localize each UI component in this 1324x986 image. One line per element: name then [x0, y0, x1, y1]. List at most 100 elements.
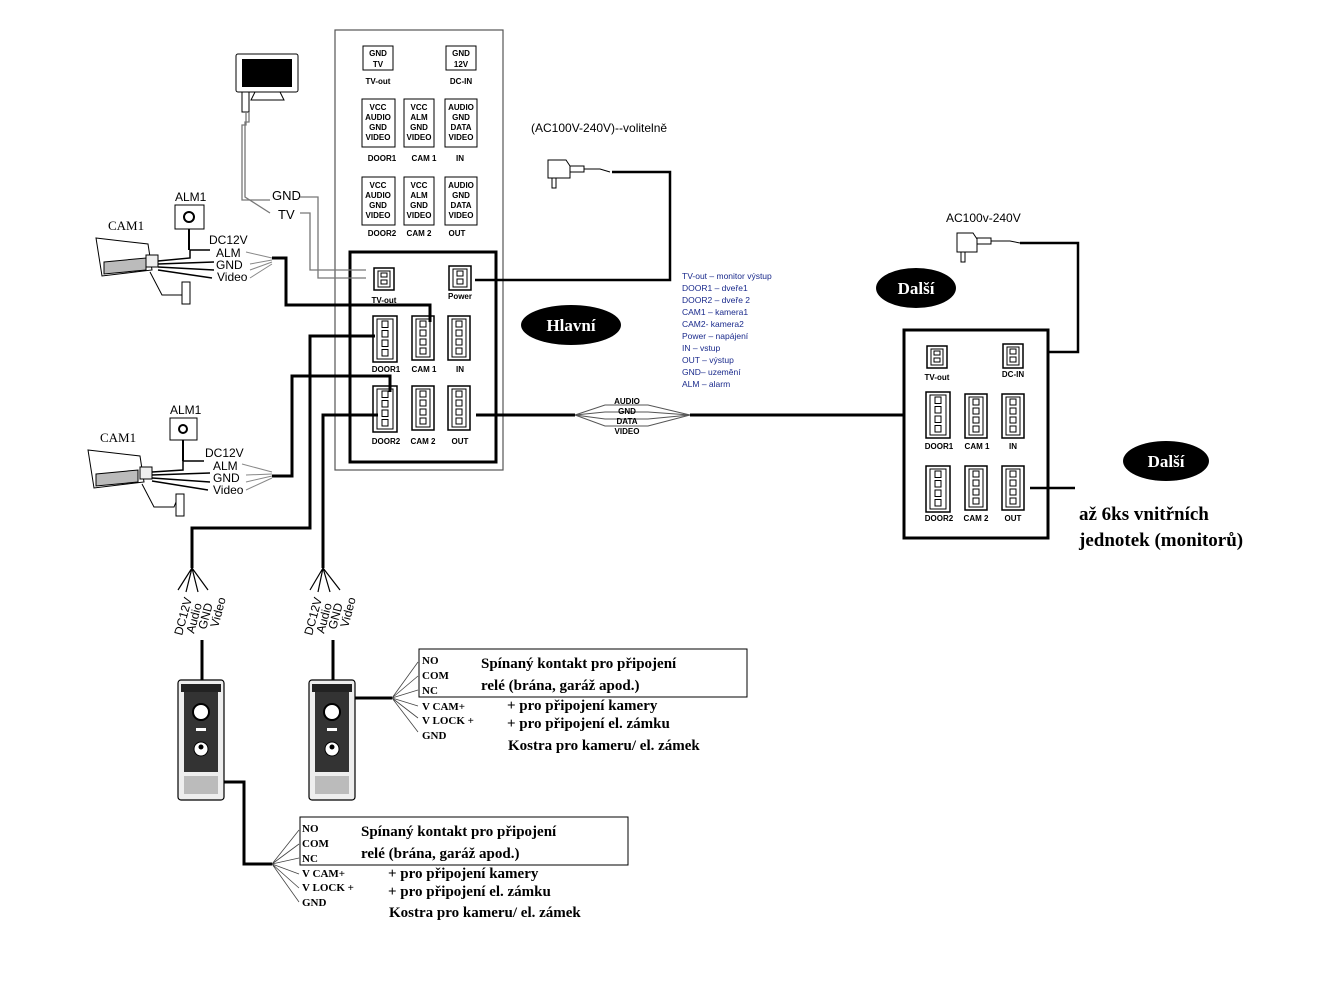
relay-power-pin: GND [302, 897, 327, 909]
socket-cam1 [411, 315, 435, 361]
conn-label-out: OUT [1005, 514, 1022, 523]
legend-item: CAM1 – kamera1 [682, 307, 748, 317]
conn-label-cam1: CAM 1 [965, 442, 990, 451]
socket-out [1001, 465, 1025, 511]
relay-power-pin: V CAM+ [422, 701, 465, 713]
relay-text: relé (brána, garáž apod.) [361, 846, 519, 862]
camera-icon [95, 237, 191, 305]
socket-cam2 [964, 465, 988, 511]
pin-label: DATA [450, 201, 471, 210]
bus-fan [574, 404, 691, 427]
pin-label: GND [369, 201, 387, 210]
label-cam2: CAM 2 [407, 229, 432, 238]
legend-item: IN – vstup [682, 343, 721, 353]
pin-label: GND [410, 123, 428, 132]
conn-label-out: OUT [452, 437, 469, 446]
tv-wire-gnd: GND [272, 188, 301, 203]
cam-wire: DC12V [209, 233, 248, 247]
legend-item: GND– uzemění [682, 367, 741, 377]
main-badge: Hlavní [521, 305, 621, 345]
relay-contact: COM [422, 670, 450, 682]
cam-wire: Video [213, 483, 244, 497]
label-dc-in: DC-IN [450, 77, 472, 86]
socket-dc-in [1002, 343, 1024, 369]
alarm-name: ALM1 [175, 190, 207, 204]
pin-label: ALM [410, 113, 428, 122]
conn-label-tv-out: TV-out [372, 296, 397, 305]
socket-tv-out [926, 345, 948, 369]
conn-label-in: IN [456, 365, 464, 374]
label-in: IN [456, 154, 464, 163]
conn-label-cam2: CAM 2 [411, 437, 436, 446]
next-note-line2: jednotek (monitorů) [1078, 530, 1243, 551]
pin-label: VIDEO [366, 133, 391, 142]
relay-power-text: + pro připojení kamery [388, 866, 539, 882]
tv-wire-tv: TV [278, 207, 295, 222]
pin-label: GND [452, 113, 470, 122]
legend-item: TV-out – monitor výstup [682, 271, 772, 281]
relay-info-upper: NO COM NC Spínaný kontakt pro připojení … [391, 648, 748, 754]
conn-label-door1: DOOR1 [925, 442, 954, 451]
socket-cam2 [411, 385, 435, 431]
pin-label: DATA [450, 123, 471, 132]
socket-door2 [372, 385, 398, 433]
pin-label: VIDEO [366, 211, 391, 220]
socket-power [448, 265, 472, 291]
power-cable-main [475, 170, 672, 282]
cam-wire: ALM [216, 246, 241, 260]
conn-label-cam2: CAM 2 [964, 514, 989, 523]
relay-power-text: Kostra pro kameru/ el. zámek [508, 738, 700, 754]
next-badge-right: Další [1123, 441, 1209, 481]
relay-text: Spínaný kontakt pro připojení [361, 824, 557, 840]
conn-label-cam1: CAM 1 [412, 365, 437, 374]
legend-item: DOOR2 – dveře 2 [682, 295, 750, 305]
tv-monitor-icon [235, 53, 299, 113]
door-wire: GND [195, 601, 216, 631]
legend-item: OUT – výstup [682, 355, 734, 365]
door-wire: Video [207, 595, 228, 628]
next-monitor-panel: TV-out DC-IN DOOR1 CAM 1 IN DOOR2 CAM 2 … [902, 328, 1050, 540]
legend: TV-out – monitor výstup DOOR1 – dveře1 D… [682, 271, 772, 389]
relay-power-pin: V LOCK + [422, 715, 474, 727]
svg-text:Hlavní: Hlavní [546, 316, 595, 335]
socket-cam1 [964, 393, 988, 439]
next-note-line1: až 6ks vnitřních [1079, 504, 1209, 525]
conn-label-door2: DOOR2 [372, 437, 401, 446]
cam-wire: DC12V [205, 446, 244, 460]
pin-label: VIDEO [449, 211, 474, 220]
legend-item: DOOR1 – dveře1 [682, 283, 748, 293]
legend-item: CAM2- kamera2 [682, 319, 744, 329]
socket-door2 [925, 465, 951, 513]
socket-in [447, 315, 471, 361]
socket-out [447, 385, 471, 431]
relay-contact: NO [302, 823, 319, 835]
label-12v: 12V [454, 60, 469, 69]
conn-label-door1: DOOR1 [372, 365, 401, 374]
socket-tv-out [373, 267, 395, 291]
bus-wire: VIDEO [615, 427, 640, 436]
relay-power-text: + pro připojení el. zámku [388, 884, 551, 900]
door-station-2-wiring: DC12V Audio GND Video [301, 567, 359, 680]
conn-label-dc-in: DC-IN [1002, 370, 1024, 379]
label-out: OUT [449, 229, 466, 238]
pin-label: AUDIO [365, 191, 391, 200]
pin-label: AUDIO [448, 181, 474, 190]
cam-wire: Video [217, 270, 248, 284]
pin-label: VIDEO [407, 211, 432, 220]
relay-contact: COM [302, 838, 330, 850]
camera-name: CAM1 [100, 430, 136, 445]
bus-wire: AUDIO [614, 397, 640, 406]
tv-cable [241, 112, 366, 279]
cam-wire: GND [216, 258, 243, 272]
pin-label: ALM [410, 191, 428, 200]
pin-label: VCC [370, 181, 387, 190]
wiring-main [190, 256, 575, 568]
relay-info-lower: NO COM NC Spínaný kontakt pro připojení … [271, 816, 629, 921]
door-station-2 [308, 679, 356, 801]
conn-label-door2: DOOR2 [925, 514, 954, 523]
bus-wire: DATA [616, 417, 637, 426]
relay-power-text: Kostra pro kameru/ el. zámek [389, 905, 581, 921]
svg-text:Další: Další [1148, 452, 1185, 471]
pin-label: VIDEO [407, 133, 432, 142]
relay-text: Spínaný kontakt pro připojení [481, 656, 677, 672]
